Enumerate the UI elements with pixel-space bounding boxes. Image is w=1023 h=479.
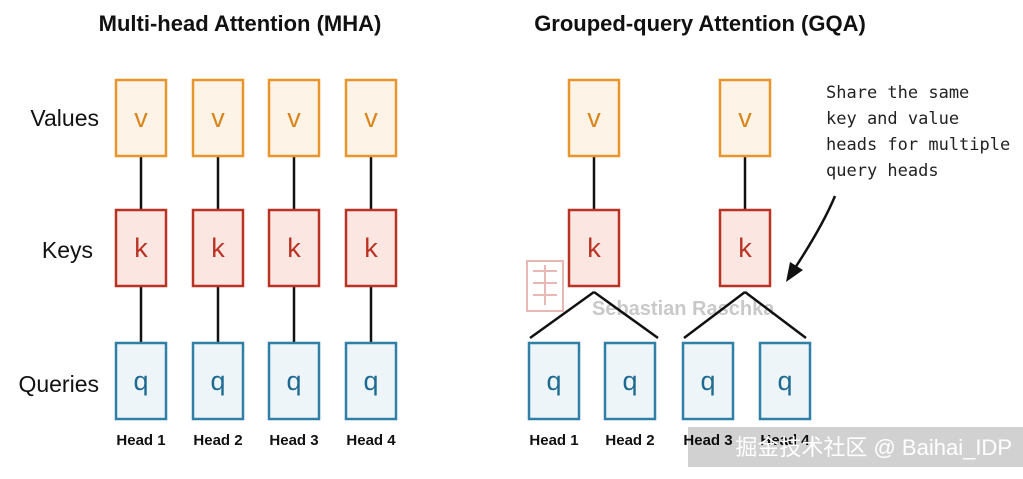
mha-key-letter: k xyxy=(134,233,148,263)
row-label-keys: Keys xyxy=(42,237,93,263)
annotation-line-4: query heads xyxy=(826,161,939,181)
mha-query-box: q xyxy=(114,341,168,421)
mha-value-letter: v xyxy=(287,103,301,133)
gqa-branch-connector xyxy=(744,291,807,339)
gqa-query-letter: q xyxy=(546,366,561,396)
gqa-head-label: Head 4 xyxy=(760,432,810,449)
gqa-query-box: q xyxy=(681,341,735,421)
mha-key-box: k xyxy=(344,208,398,288)
mha-title: Multi-head Attention (MHA) xyxy=(99,11,382,36)
annotation-line-3: heads for multiple xyxy=(826,135,1010,155)
mha-key-box: k xyxy=(114,208,168,288)
mha-value-box: v xyxy=(267,78,321,158)
gqa-branch-connector xyxy=(683,291,746,339)
gqa-title: Grouped-query Attention (GQA) xyxy=(534,11,866,36)
mha-query-letter: q xyxy=(286,366,301,396)
footer-watermark: 掘金技术社区 @ Baihai_IDP xyxy=(688,427,1023,467)
mha-value-box: v xyxy=(191,78,245,158)
mha-value-letter: v xyxy=(364,103,378,133)
gqa-value-letter: v xyxy=(738,103,752,133)
mha-query-box: q xyxy=(191,341,245,421)
gqa-query-letter: q xyxy=(622,366,637,396)
gqa-query-box: q xyxy=(758,341,812,421)
mha-head-label: Head 4 xyxy=(346,432,396,449)
gqa-branch-connector xyxy=(529,290,595,340)
gqa-value-box: v xyxy=(567,78,621,158)
footer-text: 掘金技术社区 @ Baihai_IDP xyxy=(735,435,1012,460)
gqa-branch-connector xyxy=(593,290,659,340)
gqa-head-label: Head 3 xyxy=(683,432,732,449)
mha-head-label: Head 3 xyxy=(269,432,318,449)
gqa-query-letter: q xyxy=(777,366,792,396)
mha-query-letter: q xyxy=(210,366,225,396)
mha-key-letter: k xyxy=(211,233,225,263)
mha-key-letter: k xyxy=(364,233,378,263)
gqa-value-box: v xyxy=(718,78,772,158)
gqa-key-box: k xyxy=(567,208,621,288)
mha-value-letter: v xyxy=(134,103,148,133)
annotation-line-2: key and value xyxy=(826,109,959,129)
mha-key-letter: k xyxy=(287,233,301,263)
mha-head-label: Head 1 xyxy=(116,432,165,449)
mha-value-box: v xyxy=(344,78,398,158)
gqa-query-box: q xyxy=(603,341,657,421)
mha-key-box: k xyxy=(191,208,245,288)
annotation-line-1: Share the same xyxy=(826,83,969,103)
mha-query-letter: q xyxy=(363,366,378,396)
mha-head-label: Head 2 xyxy=(193,432,242,449)
connector-lines xyxy=(139,156,807,343)
seal-icon xyxy=(526,260,564,312)
row-label-values: Values xyxy=(30,105,99,131)
gqa-head-label: Head 1 xyxy=(529,432,578,449)
gqa-key-box: k xyxy=(718,208,772,288)
gqa-query-box: q xyxy=(527,341,581,421)
mha-key-box: k xyxy=(267,208,321,288)
arrow-icon xyxy=(786,195,837,282)
mha-query-letter: q xyxy=(133,366,148,396)
mha-value-box: v xyxy=(114,78,168,158)
head-boxes: v k q v k q v k q v k q v k v k q q q q xyxy=(114,78,812,421)
gqa-query-letter: q xyxy=(700,366,715,396)
gqa-value-letter: v xyxy=(587,103,601,133)
gqa-key-letter: k xyxy=(587,233,601,263)
gqa-key-letter: k xyxy=(738,233,752,263)
gqa-head-label: Head 2 xyxy=(605,432,654,449)
mha-query-box: q xyxy=(344,341,398,421)
row-label-queries: Queries xyxy=(18,371,99,397)
annotation: Share the same key and value heads for m… xyxy=(786,83,1010,282)
mha-value-letter: v xyxy=(211,103,225,133)
head-labels: Head 1 Head 2 Head 3 Head 4 Head 1 Head 2 Head… xyxy=(116,432,810,449)
mha-query-box: q xyxy=(267,341,321,421)
